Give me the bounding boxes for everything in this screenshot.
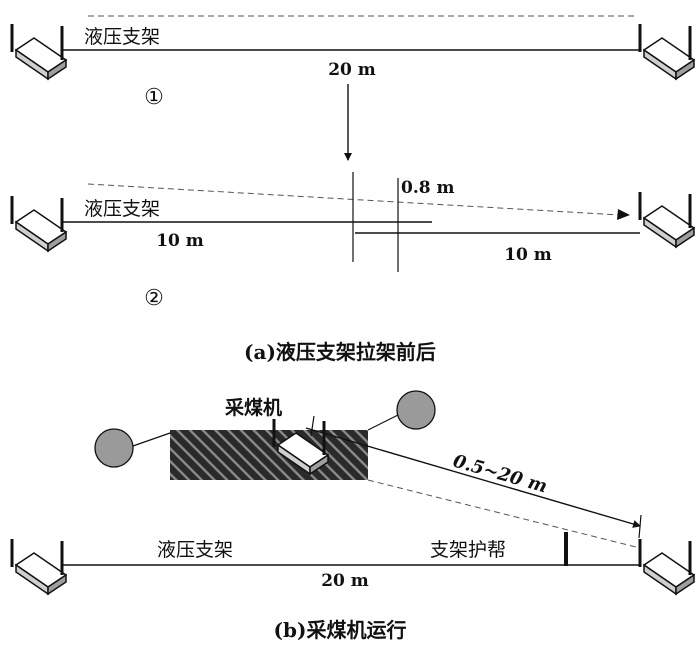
- range-label: 0.5~20 m: [451, 451, 550, 498]
- coal-face-block: [170, 430, 368, 480]
- guard-label: 支架护帮: [430, 539, 506, 561]
- step1-marker: ①: [144, 85, 164, 110]
- step1-group: 液压支架 20 m ①: [10, 15, 696, 161]
- step2-group: 液压支架 10 m 0.8 m 10 m ②: [10, 172, 696, 311]
- step2-dashed-signal: [87, 183, 621, 216]
- caption-a: (a)液压支架拉架前后: [244, 340, 436, 364]
- right-drum-arm: [367, 413, 401, 431]
- router-icon: [638, 537, 696, 596]
- shearer-label: 采煤机: [225, 397, 282, 419]
- router-icon: [638, 22, 696, 81]
- router-icon: [638, 190, 696, 249]
- step2-marker: ②: [144, 286, 164, 311]
- range-end-tick: [638, 514, 642, 539]
- router-icon: [10, 194, 68, 253]
- step2-right-distance: 10 m: [504, 245, 552, 265]
- step2-left-distance: 10 m: [156, 231, 204, 251]
- step2-support-label: 液压支架: [84, 198, 160, 220]
- bottom-support-label: 液压支架: [157, 539, 233, 561]
- step1-distance-label: 20 m: [328, 60, 376, 80]
- shearer-drum-icon: [396, 390, 436, 430]
- shearer-group: 采煤机: [94, 390, 436, 480]
- bottom-support-group: 液压支架 支架护帮 20 m: [10, 532, 696, 596]
- range-line: [305, 427, 641, 528]
- step2-signal-arrowhead: [617, 209, 630, 220]
- step1-support-label: 液压支架: [84, 26, 160, 48]
- bottom-distance-label: 20 m: [321, 571, 369, 591]
- caption-b: (b)采煤机运行: [274, 618, 407, 642]
- shearer-drum-icon: [94, 428, 134, 468]
- range-dashed-line: [367, 479, 641, 549]
- step2-offset-label: 0.8 m: [401, 178, 454, 198]
- router-icon: [10, 537, 68, 596]
- left-drum-arm: [132, 432, 171, 447]
- router-icon: [10, 22, 68, 81]
- range-start-tick: [310, 415, 315, 437]
